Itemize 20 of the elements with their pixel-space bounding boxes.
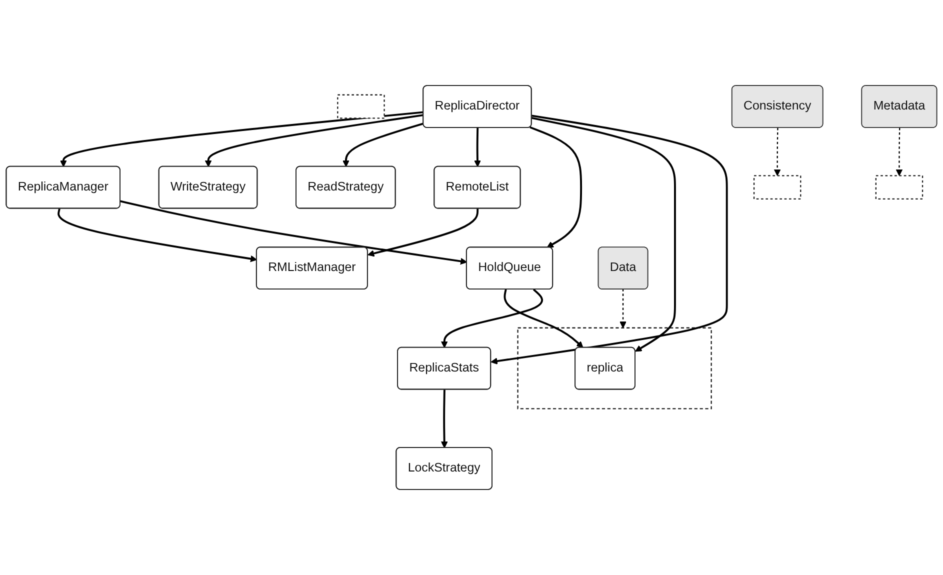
- arrow: [204, 114, 424, 168]
- arrow: [60, 111, 424, 168]
- arrow: [530, 126, 582, 248]
- arrow: [440, 288, 543, 348]
- arrow: [120, 200, 468, 265]
- arrow: [440, 390, 448, 448]
- arrow: [342, 122, 424, 168]
- arrow: [774, 128, 781, 176]
- arrow: [504, 289, 584, 348]
- arrow: [58, 208, 258, 262]
- arrow: [620, 289, 626, 328]
- arrow: [532, 117, 676, 352]
- arrow: [490, 114, 728, 365]
- arrow: [368, 208, 479, 257]
- node-box: [875, 175, 924, 200]
- arrow: [474, 128, 481, 168]
- node-box: [753, 175, 802, 200]
- cluster: [517, 327, 712, 410]
- arrow: [896, 128, 903, 176]
- node-box: [337, 94, 385, 119]
